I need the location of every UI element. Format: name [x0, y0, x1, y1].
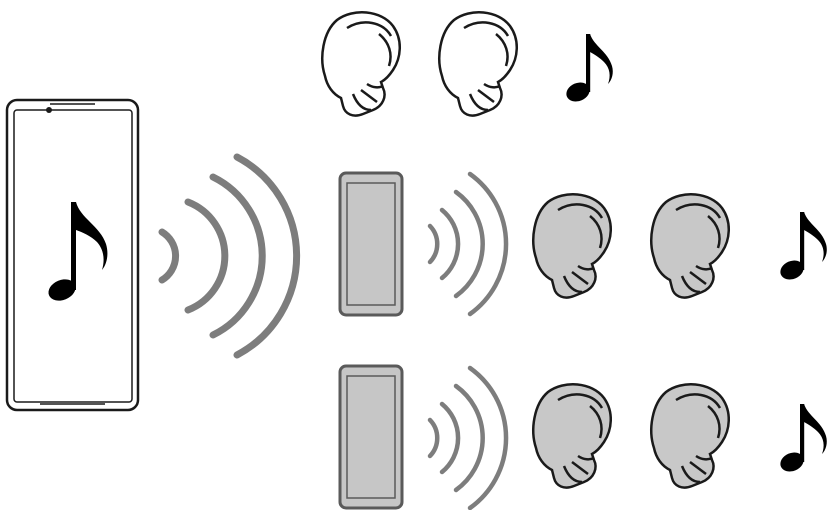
- shared-earbud-right-1-icon: [651, 194, 728, 297]
- shared-earbud-left-1-icon: [533, 194, 610, 297]
- shared-earbud-left-2-icon: [533, 384, 610, 487]
- shared-waves-1-icon: [430, 174, 506, 314]
- own-earbud-right-icon: [439, 12, 516, 115]
- shared-phone-2: [340, 366, 402, 508]
- row3-music-note-icon: [778, 404, 827, 475]
- source-wireless-waves-icon: [162, 157, 297, 355]
- row2-music-note-icon: [778, 212, 827, 283]
- row1-music-note-icon: [564, 34, 613, 105]
- own-earbud-left-icon: [322, 12, 399, 115]
- shared-earbud-right-2-icon: [651, 384, 728, 487]
- shared-waves-2-icon: [430, 368, 506, 508]
- shared-phone-1: [340, 173, 402, 315]
